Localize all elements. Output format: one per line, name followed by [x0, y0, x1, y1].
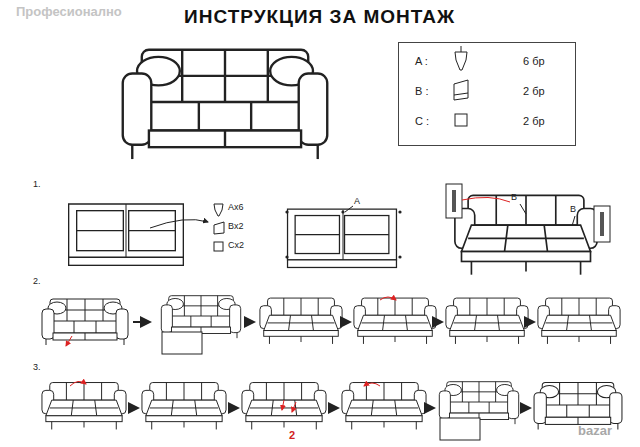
- part-letter: C :: [415, 115, 429, 128]
- part-callout: B: [511, 192, 517, 202]
- step-number: 3.: [33, 362, 41, 372]
- watermark: Професионално: [16, 5, 122, 20]
- part-count: Cx2: [228, 240, 244, 250]
- title: ИНСТРУКЦИЯ ЗА МОНТАЖ: [184, 6, 455, 28]
- step-number: 2.: [33, 276, 41, 286]
- part-letter: B :: [415, 85, 428, 98]
- part-letter: A :: [415, 55, 428, 68]
- parts-list-box: A : 6 бр B : 2 бр C : 2 бр: [398, 42, 576, 146]
- callout-number: 2: [289, 429, 295, 442]
- step-number: 1.: [33, 179, 41, 189]
- part-callout: B: [570, 204, 576, 214]
- part-quantity: 6 бр: [523, 55, 545, 68]
- part-quantity: 2 бр: [523, 85, 545, 98]
- part-count: Bx2: [228, 221, 244, 231]
- part-count: Ax6: [228, 202, 244, 212]
- part-callout: A: [354, 196, 360, 206]
- part-quantity: 2 бр: [523, 115, 545, 128]
- watermark: bazar: [578, 424, 612, 439]
